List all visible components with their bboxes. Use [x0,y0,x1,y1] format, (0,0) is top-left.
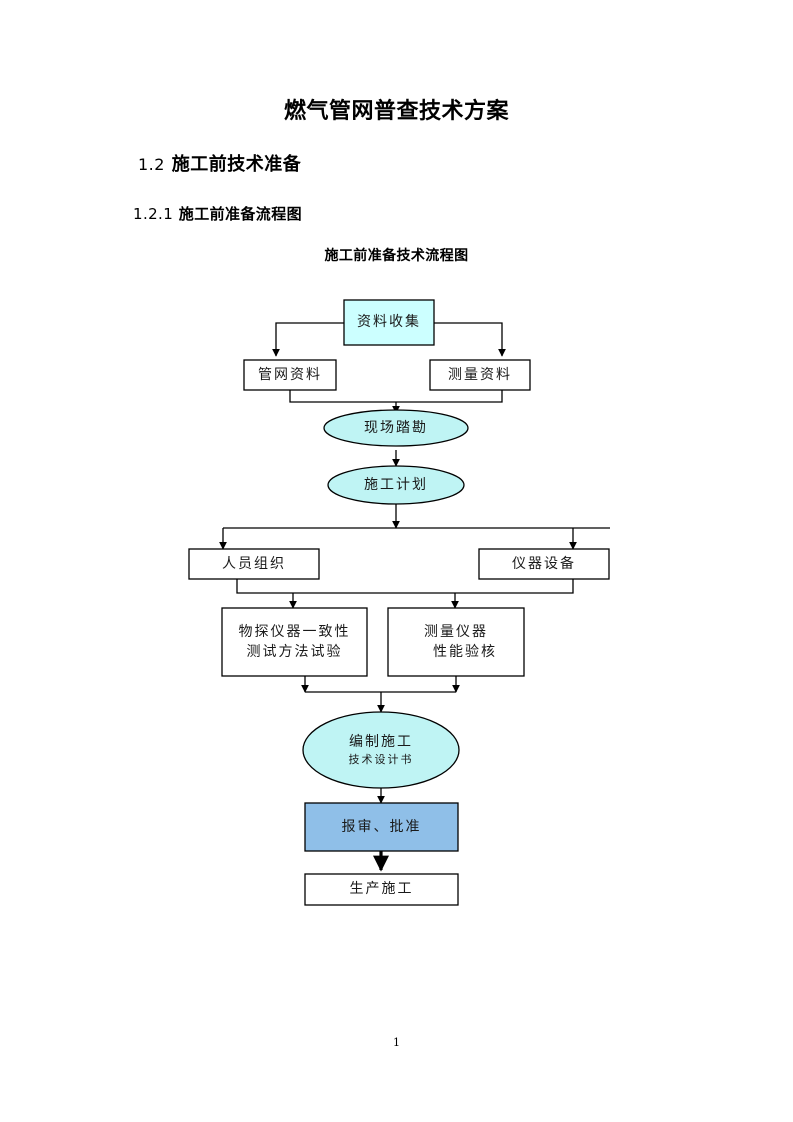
subsection-heading-text: 施工前准备流程图 [178,205,302,223]
page-title: 燃气管网普查技术方案 [283,99,509,124]
node-bianzhi-shigong[interactable] [302,711,460,789]
node-shengchan-shigong[interactable] [304,873,459,906]
edge-bar-n67 [236,579,574,594]
edge-n1-n3 [434,322,506,357]
section-heading-text: 施工前技术准备 [171,154,302,175]
node-celiang-yiqi-check[interactable] [387,607,525,677]
node-xianchang-takan[interactable] [323,409,469,447]
node-celiang-ziliao[interactable] [429,359,531,391]
section-heading: 1.2 施工前技术准备 [138,150,301,176]
figure-title: 施工前准备技术流程图 [324,248,469,264]
flowchart-nodes [188,299,610,906]
node-wutan-yiqi-test[interactable] [221,607,368,677]
edge-n1-n2 [272,322,344,357]
node-baoshen-pizhun[interactable] [304,802,459,852]
page-number: 1 [393,1036,400,1049]
subsection-heading: 1.2.1 施工前准备流程图 [133,203,302,224]
node-guanwang-ziliao[interactable] [243,359,337,391]
flowchart-connectors [219,322,610,872]
section-number: 1.2 [138,155,165,174]
edge-merge-bar-top [289,390,503,403]
node-shigong-jihua[interactable] [327,465,465,505]
node-renyuan-zuzhi[interactable] [188,548,320,580]
node-yiqi-shebei[interactable] [478,548,610,580]
subsection-number: 1.2.1 [133,205,174,223]
node-ziliao-shouji[interactable] [343,299,435,346]
